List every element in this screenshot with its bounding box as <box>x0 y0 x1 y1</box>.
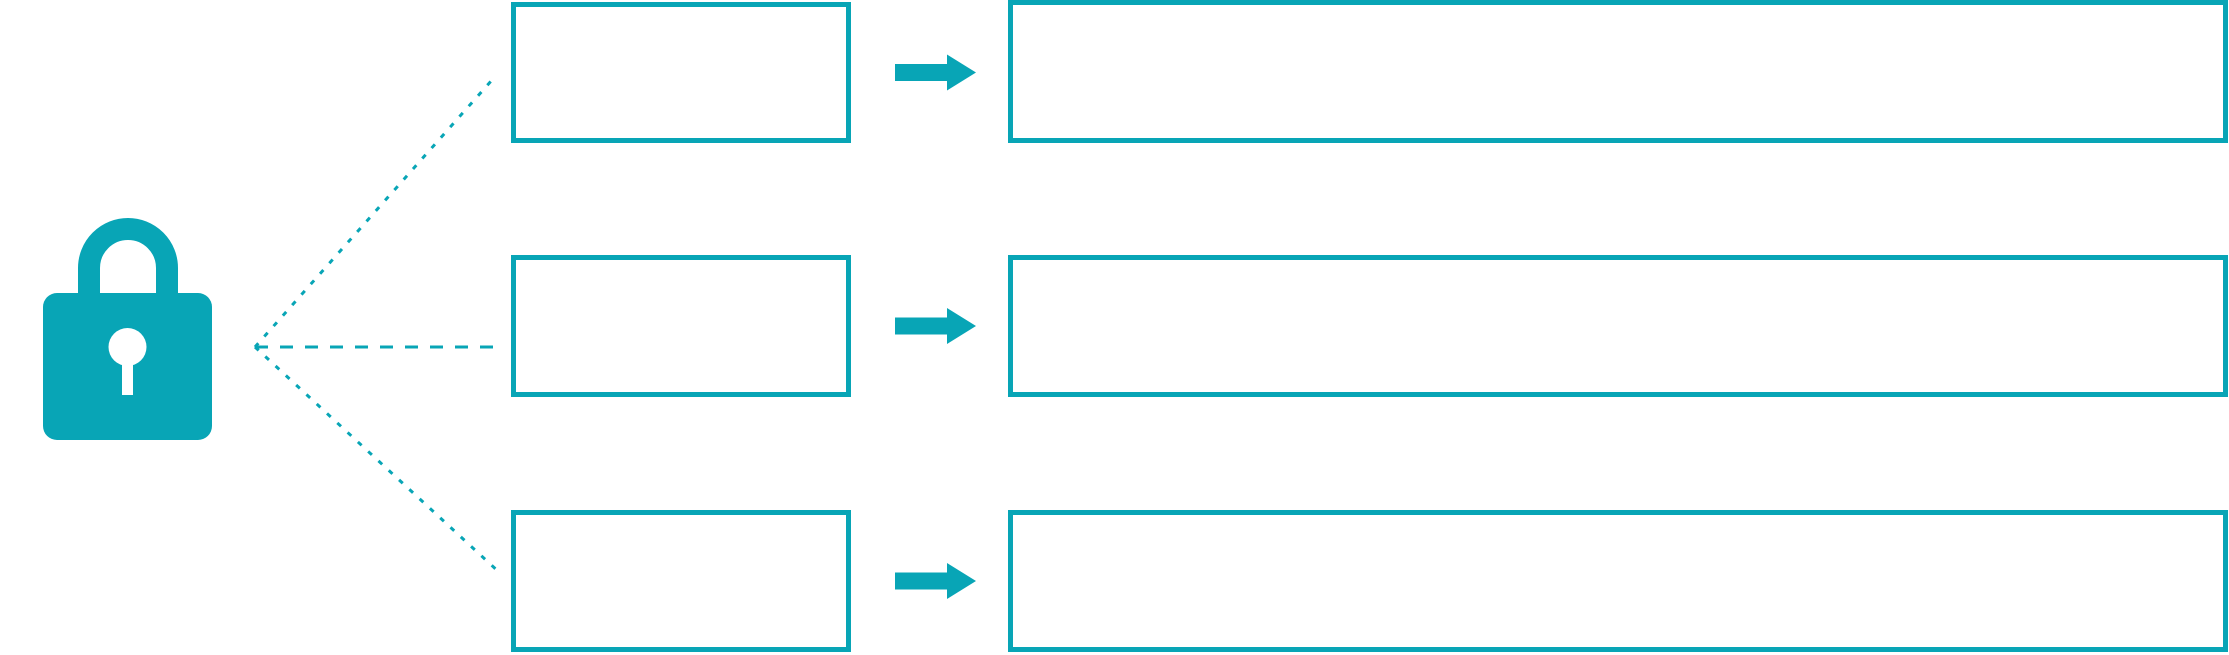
connector-line-top <box>253 79 494 348</box>
target-box <box>1008 255 2228 397</box>
lock-shackle <box>78 218 178 296</box>
source-box <box>511 510 851 652</box>
lock-icon <box>43 218 212 440</box>
source-box <box>511 255 851 397</box>
right-arrow-icon <box>895 54 976 91</box>
right-arrow-icon <box>895 308 976 344</box>
lock-keyhole-stem <box>122 347 133 395</box>
connector-line-bottom <box>253 345 502 575</box>
target-box <box>1008 510 2228 652</box>
target-box <box>1008 0 2228 143</box>
source-box <box>511 2 851 143</box>
right-arrow-icon <box>895 563 976 599</box>
